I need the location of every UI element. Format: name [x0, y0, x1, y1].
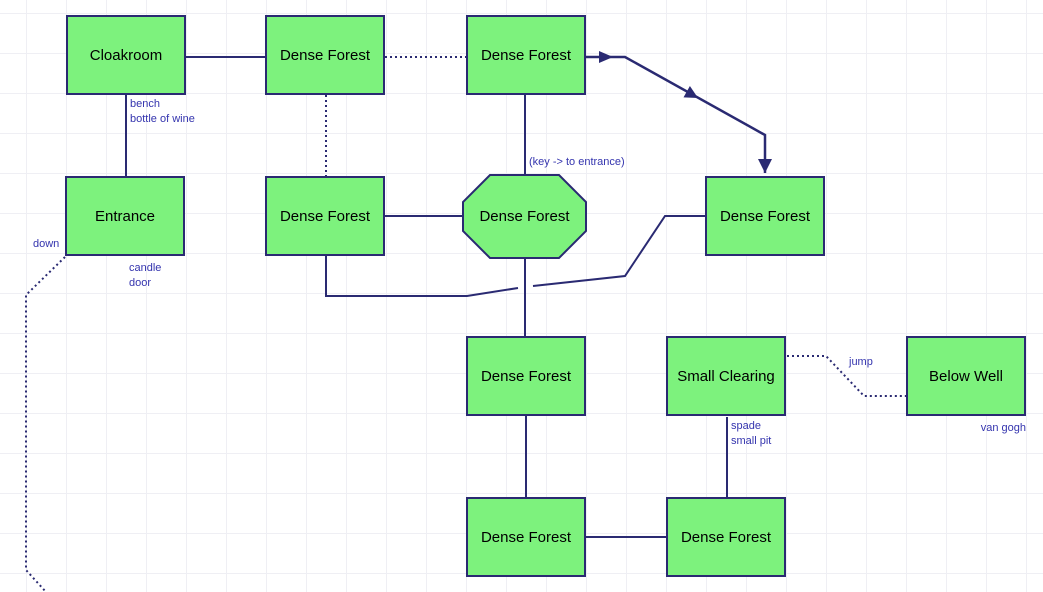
room-label: Below Well: [929, 367, 1003, 385]
room-octagon-shape[interactable]: [462, 174, 587, 259]
label-small-pit: small pit: [731, 435, 772, 447]
room-label: Dense Forest: [279, 46, 371, 64]
room-label: Dense Forest: [680, 528, 772, 546]
room-entrance[interactable]: Entrance: [65, 176, 185, 256]
room-dense-forest-bottom-right[interactable]: Dense Forest: [666, 497, 786, 577]
label-door: door: [129, 277, 152, 289]
room-label: Cloakroom: [89, 46, 163, 64]
label-entrance-items: candle door: [129, 261, 161, 291]
label-clearing-items: spade small pit: [731, 419, 771, 449]
room-label: Dense Forest: [480, 46, 572, 64]
label-jump: jump: [849, 356, 873, 368]
label-cloakroom-items: bench bottle of wine: [130, 97, 195, 127]
label-bench: bench: [130, 98, 160, 110]
label-spade: spade: [731, 420, 761, 432]
room-small-clearing[interactable]: Small Clearing: [666, 336, 786, 416]
edge-jump-dotted[interactable]: [787, 355, 906, 397]
room-label: Small Clearing: [677, 367, 775, 385]
room-label: Dense Forest: [480, 367, 572, 385]
room-label: Entrance: [94, 207, 156, 225]
arrowhead-diagonal-icon: [683, 86, 698, 98]
label-bottle-of-wine: bottle of wine: [130, 113, 195, 125]
room-cloakroom[interactable]: Cloakroom: [66, 15, 186, 95]
room-dense-forest-center[interactable]: Dense Forest: [466, 336, 586, 416]
edge-entrance-down-dotted[interactable]: [25, 256, 66, 592]
room-label: Dense Forest: [480, 528, 572, 546]
label-key-note: (key -> to entrance): [529, 156, 625, 168]
room-label: Dense Forest: [719, 207, 811, 225]
room-label: Dense Forest: [279, 207, 371, 225]
room-dense-forest-top-right[interactable]: Dense Forest: [466, 15, 586, 95]
room-label: Dense Forest: [479, 208, 570, 225]
arrowhead-right-icon: [599, 51, 613, 63]
room-dense-forest-right[interactable]: Dense Forest: [705, 176, 825, 256]
room-below-well[interactable]: Below Well: [906, 336, 1026, 416]
room-dense-forest-mid-left[interactable]: Dense Forest: [265, 176, 385, 256]
room-dense-forest-top-middle[interactable]: Dense Forest: [265, 15, 385, 95]
room-dense-forest-octagon[interactable]: Dense Forest: [463, 175, 586, 258]
label-van-gogh: van gogh: [980, 422, 1026, 434]
room-dense-forest-bottom-middle[interactable]: Dense Forest: [466, 497, 586, 577]
label-down: down: [33, 238, 60, 250]
arrowhead-down-icon: [758, 159, 772, 173]
label-candle: candle: [129, 262, 162, 274]
edge-midleft-right-crossing[interactable]: [325, 215, 705, 297]
